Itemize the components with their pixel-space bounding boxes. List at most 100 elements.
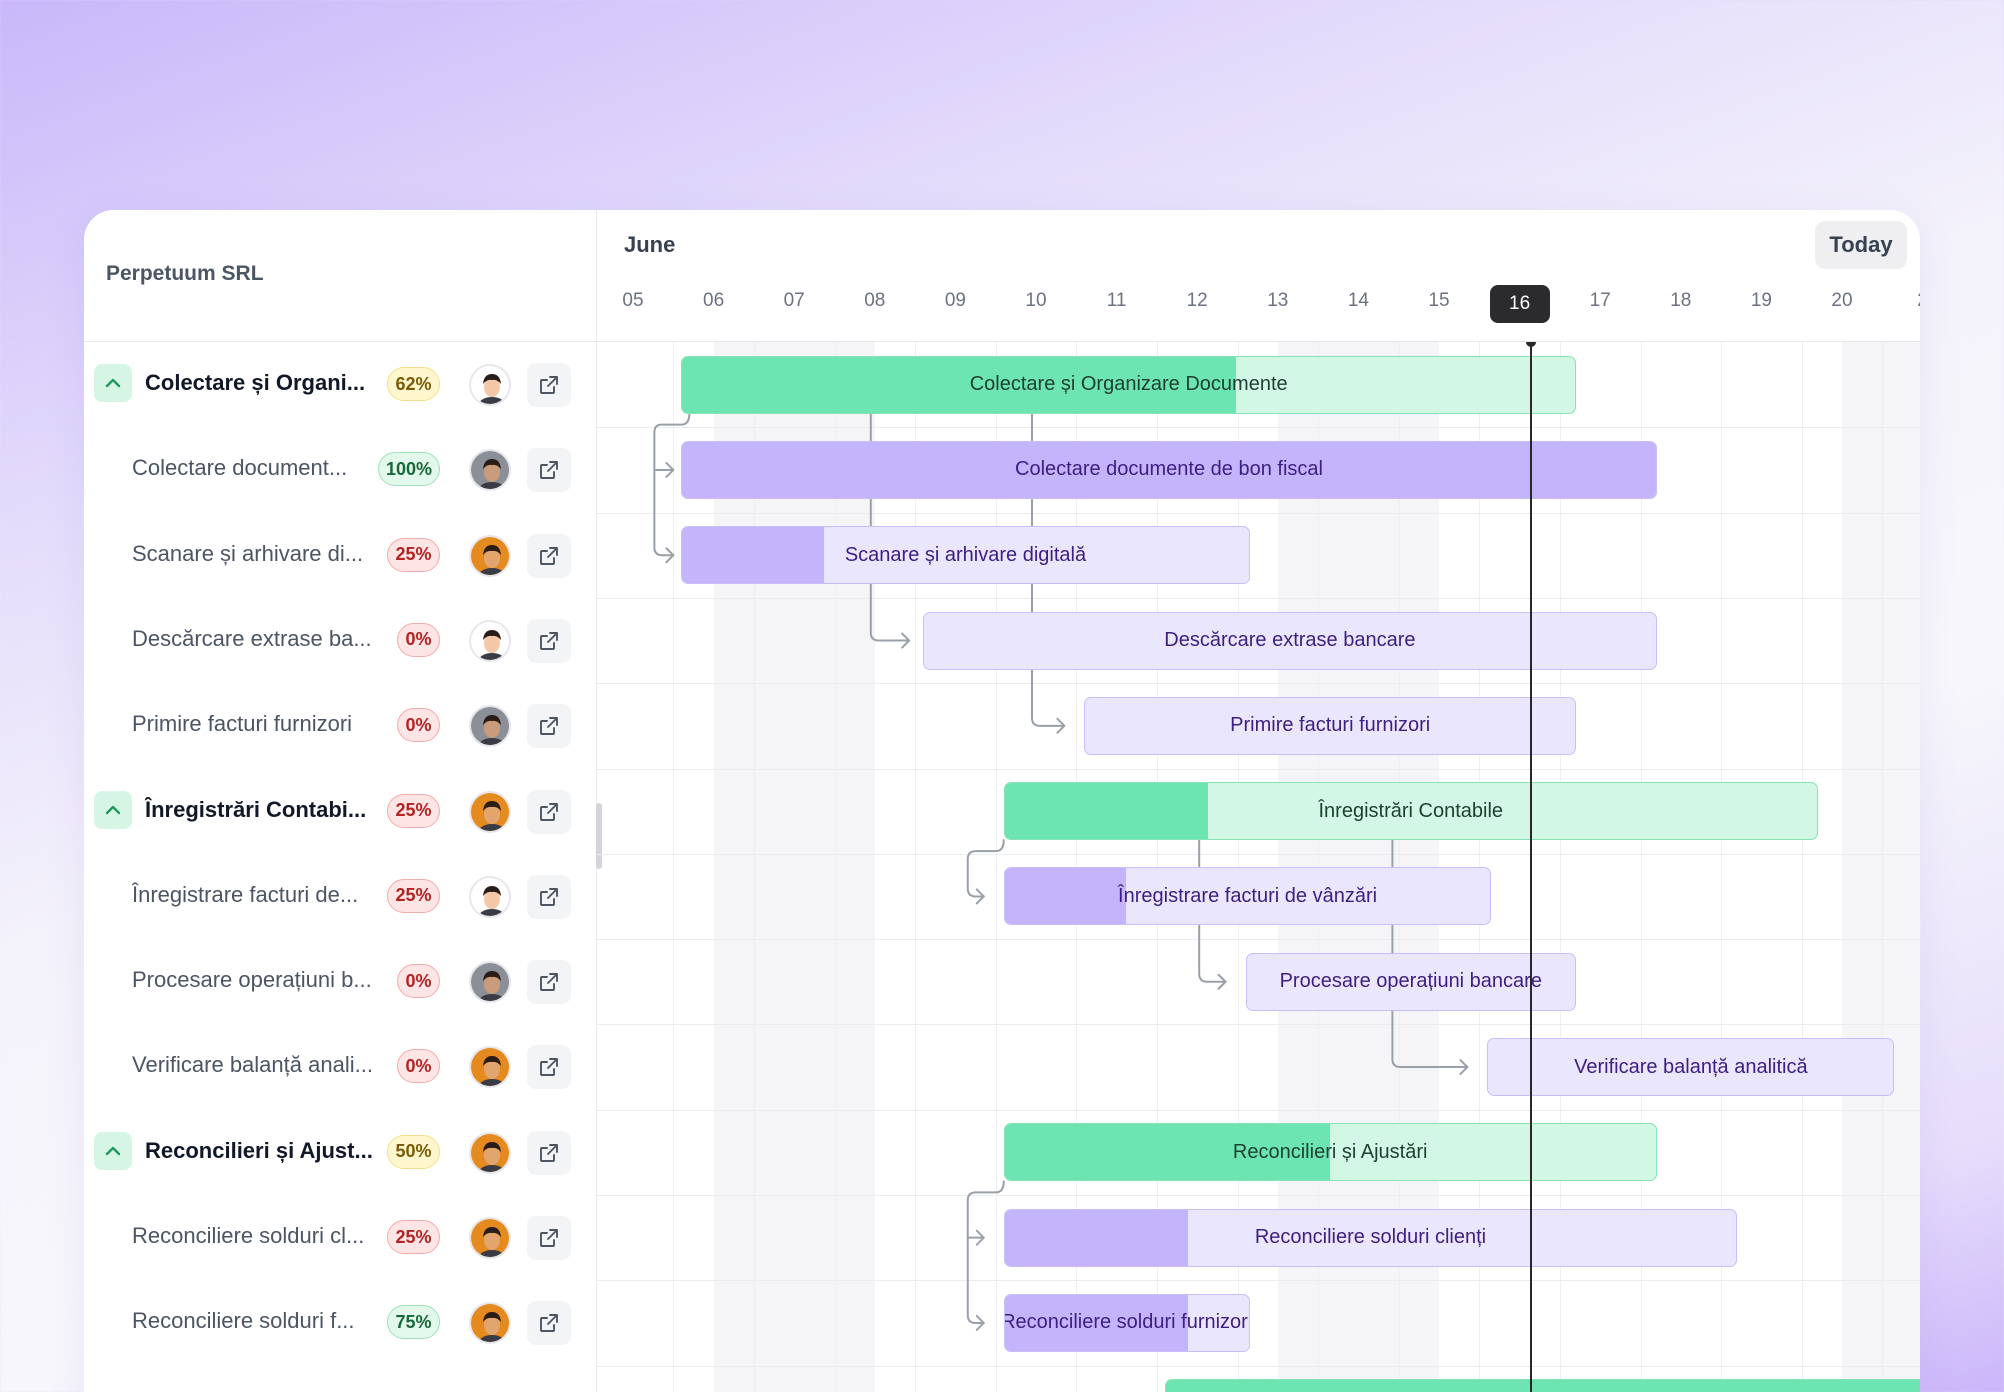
progress-fill bbox=[682, 527, 824, 584]
assignee-avatar[interactable] bbox=[469, 875, 511, 918]
weekend-shading bbox=[713, 342, 875, 1392]
task-bar[interactable]: Descărcare extrase bancare bbox=[923, 611, 1657, 670]
group-bar[interactable]: Colectare și Organizare Documente bbox=[681, 355, 1577, 414]
assignee-avatar[interactable] bbox=[469, 534, 511, 577]
external-link-icon[interactable] bbox=[527, 1301, 571, 1346]
dependency-arrow bbox=[975, 1229, 985, 1246]
assignee-avatar[interactable] bbox=[469, 1217, 511, 1259]
progress-fill bbox=[682, 441, 1656, 498]
day-label: 06 bbox=[703, 290, 725, 311]
task-bar[interactable]: Scanare și arhivare digitală bbox=[681, 526, 1250, 585]
row-gridline bbox=[597, 1109, 1920, 1111]
dependency-arrow bbox=[665, 547, 675, 564]
task-row[interactable]: Scanare și arhivare di...25% bbox=[84, 513, 597, 598]
today-date-marker: 16 bbox=[1489, 285, 1550, 323]
task-group-row[interactable]: Reconcilieri și Ajust...50% bbox=[84, 1110, 597, 1195]
day-label: 10 bbox=[1025, 290, 1047, 311]
task-bar[interactable]: Verificare balanță analitică bbox=[1487, 1038, 1895, 1097]
day-gridline bbox=[1076, 342, 1078, 1392]
progress-badge: 0% bbox=[397, 964, 440, 999]
dependency-line bbox=[1031, 412, 1066, 727]
dependency-line bbox=[966, 839, 1005, 898]
task-bar[interactable]: Reconciliere solduri clienți bbox=[1003, 1208, 1738, 1267]
row-gridline bbox=[597, 1365, 1920, 1367]
assignee-avatar[interactable] bbox=[469, 705, 511, 748]
task-row[interactable]: Procesare operațiuni b...0% bbox=[84, 939, 597, 1024]
group-bar[interactable]: Înregistrări Contabile bbox=[1003, 782, 1818, 841]
chevron-up-icon[interactable] bbox=[94, 1131, 132, 1170]
day-gridline bbox=[753, 342, 755, 1392]
progress-fill bbox=[1004, 1124, 1331, 1181]
task-row[interactable]: Colectare document...100% bbox=[84, 427, 597, 512]
progress-fill bbox=[682, 356, 1236, 413]
task-row[interactable]: Reconciliere solduri f...75% bbox=[84, 1280, 597, 1365]
assignee-avatar[interactable] bbox=[469, 1046, 511, 1089]
task-bar[interactable]: Procesare operațiuni bancare bbox=[1245, 952, 1576, 1011]
bar-label: Scanare și arhivare digitală bbox=[844, 543, 1087, 566]
external-link-icon[interactable] bbox=[527, 1216, 571, 1260]
chevron-up-icon[interactable] bbox=[94, 364, 132, 402]
external-link-icon[interactable] bbox=[527, 874, 571, 919]
bar-label: Reconciliere solduri furnizori bbox=[1003, 1311, 1250, 1334]
day-gridline bbox=[1801, 342, 1803, 1392]
external-link-icon[interactable] bbox=[527, 960, 571, 1005]
panel-resize-handle[interactable] bbox=[596, 803, 602, 869]
day-label: 11 bbox=[1106, 290, 1127, 311]
day-label: 19 bbox=[1750, 290, 1772, 311]
external-link-icon[interactable] bbox=[527, 533, 571, 578]
task-bar[interactable]: Primire facturi furnizori bbox=[1084, 696, 1577, 755]
day-label: 15 bbox=[1428, 290, 1450, 311]
task-group-row[interactable]: Colectare și Organi... 62% bbox=[84, 342, 597, 427]
assignee-avatar[interactable] bbox=[469, 619, 511, 662]
day-gridline bbox=[834, 342, 836, 1392]
day-gridline bbox=[1882, 342, 1884, 1392]
progress-badge: 0% bbox=[397, 1049, 440, 1084]
dependency-line bbox=[1198, 839, 1227, 983]
task-bar[interactable]: Reconciliere solduri furnizori bbox=[1003, 1293, 1250, 1352]
month-label: June bbox=[624, 232, 676, 257]
external-link-icon[interactable] bbox=[527, 363, 571, 407]
task-name: Reconciliere solduri f... bbox=[132, 1308, 355, 1334]
dependency-line bbox=[653, 412, 691, 557]
bar-label: Procesare operațiuni bancare bbox=[1279, 970, 1542, 993]
task-list-panel: Perpetuum SRL Colectare și Organi...62%C… bbox=[84, 210, 602, 1392]
task-name: Colectare și Organi... bbox=[145, 370, 366, 395]
task-group-row[interactable]: Înregistrări Contabi...25% bbox=[84, 769, 597, 854]
assignee-avatar[interactable] bbox=[469, 364, 511, 406]
task-bar[interactable]: Colectare documente de bon fiscal bbox=[681, 440, 1657, 499]
today-line-dot bbox=[1525, 337, 1536, 347]
external-link-icon[interactable] bbox=[527, 448, 571, 493]
task-row[interactable]: Înregistrare facturi de...25% bbox=[84, 854, 597, 939]
external-link-icon[interactable] bbox=[527, 1130, 571, 1175]
assignee-avatar[interactable] bbox=[469, 961, 511, 1004]
day-label: 18 bbox=[1670, 290, 1692, 311]
assignee-avatar[interactable] bbox=[469, 790, 511, 833]
assignee-avatar[interactable] bbox=[469, 1302, 511, 1345]
group-bar[interactable]: Reconcilieri și Ajustări bbox=[1003, 1123, 1657, 1182]
task-row[interactable]: Reconciliere solduri cl...25% bbox=[84, 1195, 597, 1280]
assignee-avatar[interactable] bbox=[469, 449, 511, 492]
external-link-icon[interactable] bbox=[527, 789, 571, 834]
progress-fill bbox=[1004, 783, 1208, 840]
task-bar[interactable]: Înregistrare facturi de vânzări bbox=[1003, 867, 1492, 926]
external-link-icon[interactable] bbox=[527, 618, 571, 663]
row-gridline bbox=[597, 768, 1920, 770]
task-name: Înregistrări Contabi... bbox=[145, 796, 367, 822]
task-row[interactable]: Descărcare extrase ba...0% bbox=[84, 598, 597, 683]
group-bar[interactable] bbox=[1164, 1379, 1920, 1392]
external-link-icon[interactable] bbox=[527, 1045, 571, 1090]
dependency-arrow bbox=[665, 461, 675, 478]
gantt-card: Perpetuum SRL Colectare și Organi...62%C… bbox=[84, 210, 1920, 1392]
external-link-icon[interactable] bbox=[527, 704, 571, 749]
day-gridline bbox=[1156, 342, 1158, 1392]
day-gridline bbox=[1479, 342, 1481, 1392]
task-row[interactable]: Verificare balanță anali...0% bbox=[84, 1024, 597, 1109]
task-name: Descărcare extrase ba... bbox=[132, 625, 372, 651]
progress-fill bbox=[1004, 1209, 1188, 1266]
assignee-avatar[interactable] bbox=[469, 1131, 511, 1174]
chevron-up-icon[interactable] bbox=[94, 790, 132, 829]
progress-badge: 62% bbox=[387, 367, 440, 401]
today-button[interactable]: Today bbox=[1815, 221, 1907, 269]
